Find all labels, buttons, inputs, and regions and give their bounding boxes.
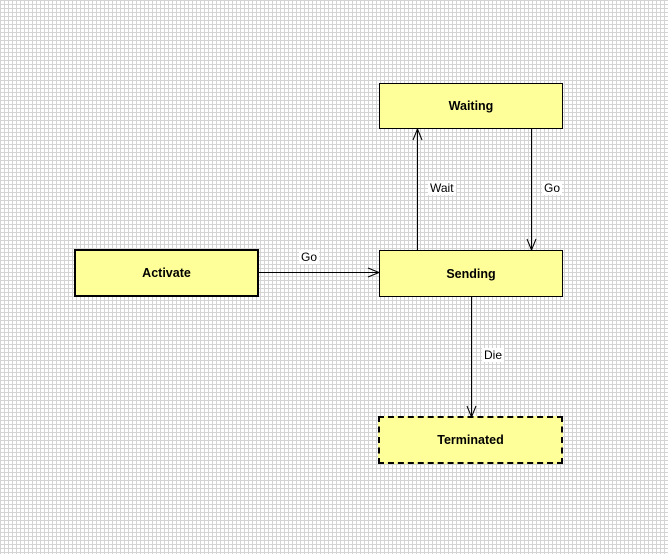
transition-label-die: Die [482, 348, 505, 362]
transition-arrow-activate-sending [258, 267, 381, 278]
state-terminated[interactable]: Terminated [378, 416, 563, 464]
transition-label-go-activate: Go [299, 250, 320, 264]
state-activate[interactable]: Activate [74, 249, 259, 297]
state-activate-label: Activate [142, 266, 191, 280]
transition-label-wait: Wait [428, 181, 456, 195]
transition-label-go-waiting: Go [542, 181, 563, 195]
transition-arrow-waiting-sending [526, 129, 537, 252]
state-sending-label: Sending [446, 266, 496, 281]
transition-arrow-sending-terminated [466, 296, 477, 419]
state-waiting-label: Waiting [448, 99, 494, 113]
state-sending[interactable]: Sending [379, 250, 563, 297]
state-terminated-label: Terminated [437, 433, 504, 447]
transition-arrow-sending-waiting [412, 127, 423, 250]
state-waiting[interactable]: Waiting [379, 83, 563, 129]
